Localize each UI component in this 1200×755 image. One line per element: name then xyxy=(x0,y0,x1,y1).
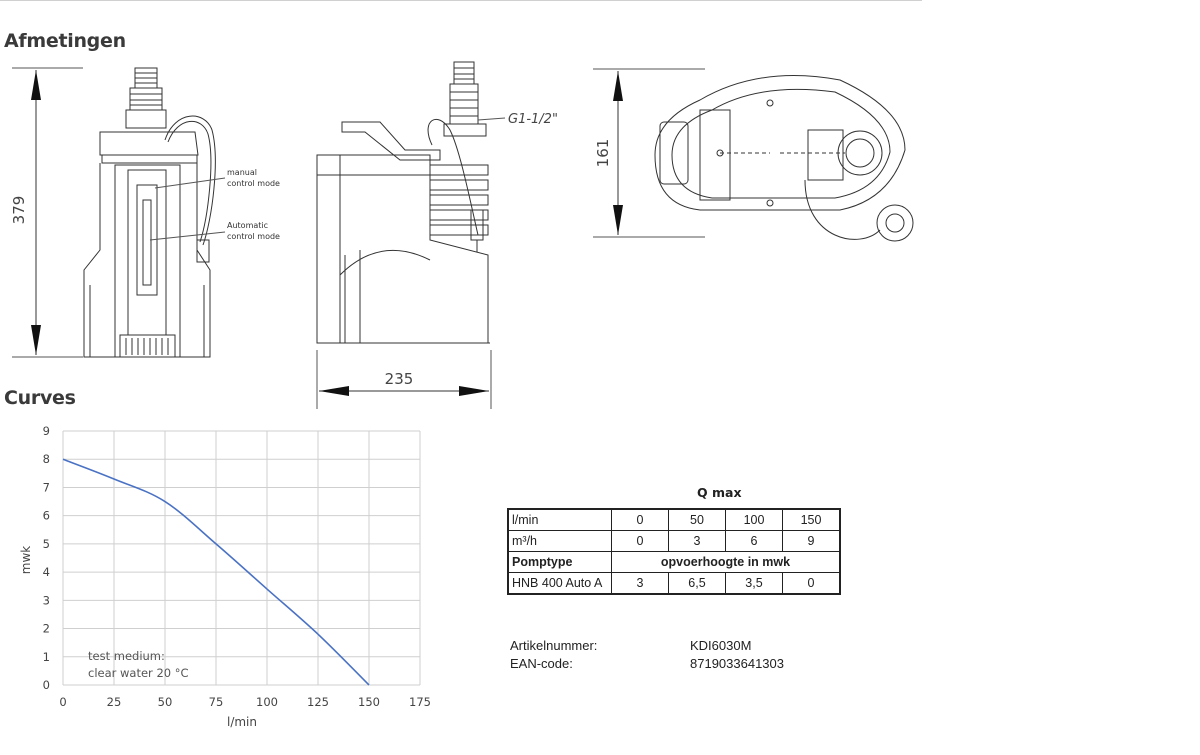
depth-dimension-label: 161 xyxy=(594,139,612,168)
table-row: l/min 0 50 100 150 xyxy=(507,508,841,531)
table-header-row: Pomptype opvoerhoogte in mwk xyxy=(507,551,841,573)
x-tick-label: 100 xyxy=(256,695,278,709)
x-tick-label: 50 xyxy=(158,695,173,709)
head-header: opvoerhoogte in mwk xyxy=(611,551,841,573)
x-tick-label: 125 xyxy=(307,695,329,709)
table-cell: 100 xyxy=(725,508,783,531)
automatic-mode-label-2: control mode xyxy=(227,232,280,241)
top-divider xyxy=(0,0,922,1)
table-row: m³/h 0 3 6 9 xyxy=(507,530,841,552)
y-tick-label: 9 xyxy=(43,424,50,438)
y-tick-label: 7 xyxy=(43,480,50,494)
table-cell: 150 xyxy=(782,508,841,531)
table-row: HNB 400 Auto A 3 6,5 3,5 0 xyxy=(507,572,841,595)
chart-grid xyxy=(62,430,421,686)
y-tick-label: 0 xyxy=(43,678,50,692)
dimensions-title: Afmetingen xyxy=(4,30,126,52)
manual-mode-label-1: manual xyxy=(227,168,257,177)
ean-code-label: EAN-code: xyxy=(510,656,573,671)
table-cell: 9 xyxy=(782,530,841,552)
x-tick-label: 175 xyxy=(409,695,431,709)
table-cell: 0 xyxy=(782,572,841,595)
y-tick-label: 8 xyxy=(43,452,50,466)
y-axis-label: mwk xyxy=(19,546,33,575)
thread-size-label: G1-1/2" xyxy=(508,112,558,127)
height-dimension-label: 379 xyxy=(10,196,28,225)
y-tick-label: 2 xyxy=(43,622,50,636)
x-tick-labels: 0 25 50 75 100 125 150 175 xyxy=(59,695,431,709)
x-tick-label: 0 xyxy=(59,695,66,709)
qmax-table: l/min 0 50 100 150 m³/h 0 3 6 9 Pomptype… xyxy=(507,508,841,595)
automatic-mode-label-1: Automatic xyxy=(227,221,268,230)
x-tick-label: 75 xyxy=(209,695,224,709)
x-axis-label: l/min xyxy=(227,715,257,729)
pump-curve-chart: 0 1 2 3 4 5 6 7 8 9 0 25 50 75 100 125 150 175 mwk l/min… xyxy=(19,424,431,729)
row-label: m³/h xyxy=(507,530,612,552)
table-cell: 3 xyxy=(611,572,669,595)
table-cell: 6 xyxy=(725,530,783,552)
y-tick-label: 4 xyxy=(43,565,50,579)
article-number-value: KDI6030M xyxy=(690,638,752,653)
curves-title: Curves xyxy=(4,387,76,409)
top-view-drawing: 161 xyxy=(593,68,914,242)
test-medium-label: test medium: xyxy=(88,649,165,663)
side-view-drawing: G1-1/2" 235 xyxy=(316,61,558,409)
y-tick-labels: 0 1 2 3 4 5 6 7 8 9 xyxy=(43,424,50,692)
article-number-label: Artikelnummer: xyxy=(510,638,598,653)
table-title: Q max xyxy=(697,485,742,500)
x-tick-label: 150 xyxy=(358,695,380,709)
y-tick-label: 6 xyxy=(43,509,50,523)
table-cell: 50 xyxy=(668,508,726,531)
pump-model-label: HNB 400 Auto A xyxy=(507,572,612,595)
pump-type-header: Pomptype xyxy=(507,551,612,573)
y-tick-label: 3 xyxy=(43,593,50,607)
table-cell: 0 xyxy=(611,508,669,531)
x-tick-label: 25 xyxy=(107,695,122,709)
y-tick-label: 1 xyxy=(43,650,50,664)
pump-curve-line xyxy=(62,458,370,686)
clear-water-label: clear water 20 °C xyxy=(88,666,189,680)
table-cell: 3,5 xyxy=(725,572,783,595)
dimension-drawings: 379 manual control mode Automatic contro… xyxy=(10,61,914,409)
ean-code-value: 8719033641303 xyxy=(690,656,784,671)
table-cell: 3 xyxy=(668,530,726,552)
table-cell: 0 xyxy=(611,530,669,552)
y-tick-label: 5 xyxy=(43,537,50,551)
width-dimension-label: 235 xyxy=(385,370,414,388)
manual-mode-label-2: control mode xyxy=(227,179,280,188)
table-cell: 6,5 xyxy=(668,572,726,595)
front-view-drawing: 379 manual control mode Automatic contro… xyxy=(10,67,280,358)
row-label: l/min xyxy=(507,508,612,531)
